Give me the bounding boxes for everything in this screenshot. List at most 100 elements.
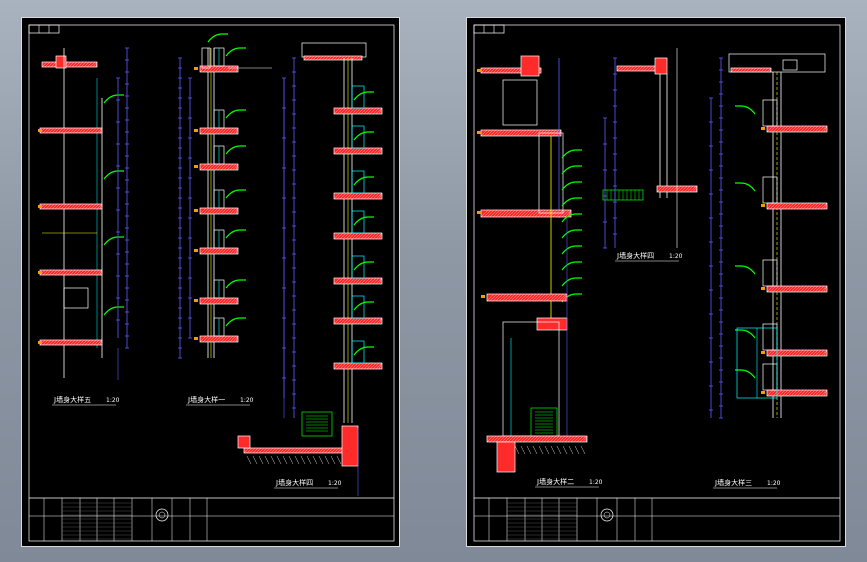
earth-hatch <box>336 455 342 465</box>
elevation-tag <box>38 205 42 208</box>
slab-hatch <box>339 192 347 200</box>
slab-hatch <box>66 339 73 346</box>
slab-hatch <box>342 362 350 370</box>
slab-hatch <box>78 269 85 276</box>
slab-hatch <box>69 127 76 134</box>
window-frame <box>762 363 778 391</box>
slab-hatch <box>516 129 524 137</box>
slab-hatch <box>802 125 810 133</box>
slab-hatch <box>199 127 207 135</box>
slab-hatch <box>345 192 353 200</box>
annotation-leader <box>735 329 756 339</box>
annotation-leader <box>353 346 374 356</box>
slab-hatch <box>202 65 210 73</box>
slab-hatch <box>369 147 377 155</box>
slab-hatch <box>93 127 100 134</box>
earth-hatch <box>246 455 252 465</box>
annotation-leader <box>225 109 246 119</box>
slab-hatch <box>534 293 543 302</box>
slab-hatch <box>378 317 383 325</box>
slab-hatch <box>763 67 769 73</box>
slab-hatch <box>558 435 566 443</box>
slab-hatch <box>217 247 225 255</box>
slab-hatch <box>516 293 525 302</box>
slab-hatch <box>513 67 520 74</box>
slab-hatch <box>357 232 365 240</box>
slab-hatch <box>84 339 91 346</box>
earth-hatch <box>514 445 520 455</box>
slab-hatch <box>327 447 334 454</box>
slab-hatch <box>656 185 664 193</box>
earth-hatch <box>580 445 586 455</box>
slab-hatch <box>232 163 239 171</box>
slab-hatch <box>549 293 558 302</box>
slab-hatch <box>243 447 250 454</box>
balcony-rail <box>63 287 89 309</box>
window-frame <box>762 176 778 204</box>
slab-hatch <box>817 202 825 210</box>
slab-hatch <box>60 127 67 134</box>
slab-hatch <box>790 125 798 133</box>
slab-hatch <box>226 335 234 343</box>
slab-hatch <box>214 247 222 255</box>
slab-hatch <box>199 207 207 215</box>
slab-hatch <box>48 339 55 346</box>
slab-hatch <box>235 127 239 135</box>
slab-hatch <box>78 203 85 210</box>
slab-hatch <box>342 107 350 115</box>
slab-hatch <box>63 269 70 276</box>
slab-hatch <box>739 67 745 73</box>
slab-hatch <box>567 435 575 443</box>
annotation-leader <box>353 261 374 271</box>
slab-hatch <box>507 129 515 137</box>
earth-hatch <box>520 445 526 455</box>
annotation-leader <box>353 176 374 186</box>
slab-hatch <box>220 127 228 135</box>
slab-hatch <box>336 447 343 454</box>
slab-hatch <box>363 192 371 200</box>
annotation-leader <box>353 91 374 101</box>
slab-hatch <box>351 362 359 370</box>
slab-hatch <box>805 349 813 357</box>
company-logo-circle <box>155 508 169 522</box>
slab-hatch <box>510 67 517 74</box>
ground-slab <box>486 435 588 443</box>
slab-hatch <box>631 65 638 72</box>
slab-hatch <box>531 435 539 443</box>
slab-hatch <box>223 65 231 73</box>
slab-hatch <box>736 67 742 73</box>
annotation-leader <box>735 369 756 379</box>
slab-hatch <box>372 232 380 240</box>
slab-hatch <box>235 207 239 215</box>
slab-hatch <box>492 129 500 137</box>
slab-hatch <box>775 125 783 133</box>
slab-hatch <box>360 317 368 325</box>
slab-hatch <box>689 185 697 193</box>
slab-hatch <box>360 192 368 200</box>
slab-hatch <box>226 65 234 73</box>
slab-hatch <box>495 293 504 302</box>
slab-hatch <box>814 285 822 293</box>
slab-hatch <box>793 285 801 293</box>
slab-hatch <box>208 127 216 135</box>
slab-hatch <box>683 185 691 193</box>
annotation-leader <box>561 149 582 159</box>
elevation-tag <box>477 69 481 72</box>
slab-hatch <box>489 129 497 137</box>
annotation-leader <box>561 213 582 223</box>
slab-hatch <box>504 67 511 74</box>
elevation-tag <box>194 129 198 132</box>
slab-hatch <box>45 127 52 134</box>
slab-hatch <box>372 277 380 285</box>
slab-hatch <box>357 362 365 370</box>
slab-hatch <box>507 435 515 443</box>
annotation-leader <box>353 131 374 141</box>
slab-hatch <box>486 435 494 443</box>
slab-hatch <box>814 389 822 397</box>
slab-hatch <box>264 447 271 454</box>
slab-hatch <box>351 232 359 240</box>
slab-hatch <box>87 339 94 346</box>
